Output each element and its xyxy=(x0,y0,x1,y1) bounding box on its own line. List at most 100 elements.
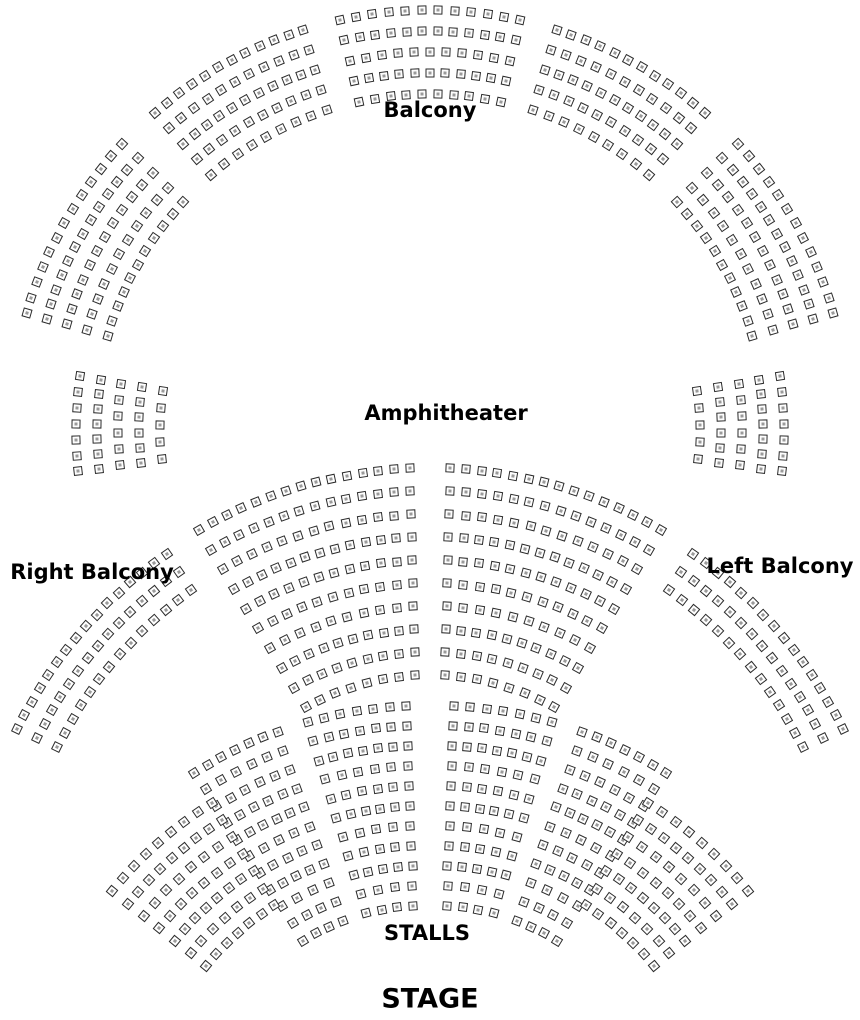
seat[interactable] xyxy=(390,841,401,852)
seat[interactable] xyxy=(514,708,526,720)
seat[interactable] xyxy=(185,886,199,900)
seat[interactable] xyxy=(302,716,314,728)
seat[interactable] xyxy=(162,121,176,135)
seat[interactable] xyxy=(229,765,243,778)
seat[interactable] xyxy=(267,859,280,872)
seat[interactable] xyxy=(342,748,354,759)
seat[interactable] xyxy=(345,808,357,820)
seat[interactable] xyxy=(66,303,78,315)
seat[interactable] xyxy=(505,563,516,575)
seat[interactable] xyxy=(482,8,493,20)
seat[interactable] xyxy=(301,674,314,687)
seat[interactable] xyxy=(478,824,489,835)
seat[interactable] xyxy=(385,27,396,38)
seat[interactable] xyxy=(694,921,708,935)
seat[interactable] xyxy=(347,633,359,645)
seat[interactable] xyxy=(408,900,419,911)
seat[interactable] xyxy=(659,766,673,779)
seat[interactable] xyxy=(525,520,536,532)
seat[interactable] xyxy=(646,92,659,106)
seat[interactable] xyxy=(601,547,614,560)
seat[interactable] xyxy=(789,727,802,740)
seat[interactable] xyxy=(473,50,484,61)
seat[interactable] xyxy=(765,652,779,665)
seat[interactable] xyxy=(325,496,336,508)
seat[interactable] xyxy=(781,712,794,726)
seat[interactable] xyxy=(489,52,500,63)
seat[interactable] xyxy=(457,902,468,913)
seat[interactable] xyxy=(571,788,584,801)
seat[interactable] xyxy=(295,68,307,81)
seat[interactable] xyxy=(331,662,343,674)
seat[interactable] xyxy=(58,217,71,230)
seat[interactable] xyxy=(723,272,736,285)
seat[interactable] xyxy=(284,764,297,776)
seat[interactable] xyxy=(716,220,730,233)
seat[interactable] xyxy=(711,595,725,608)
seat[interactable] xyxy=(479,723,490,734)
seat[interactable] xyxy=(112,586,125,600)
seat[interactable] xyxy=(348,869,360,881)
seat[interactable] xyxy=(507,611,519,623)
seat[interactable] xyxy=(307,525,320,537)
seat[interactable] xyxy=(176,137,190,151)
seat[interactable] xyxy=(505,587,517,599)
seat[interactable] xyxy=(406,840,417,851)
seat[interactable] xyxy=(525,877,537,890)
seat[interactable] xyxy=(383,7,394,17)
seat[interactable] xyxy=(41,313,53,325)
seat[interactable] xyxy=(309,927,323,940)
seat[interactable] xyxy=(235,502,248,515)
seat[interactable] xyxy=(508,493,519,505)
seat[interactable] xyxy=(253,40,266,53)
seat[interactable] xyxy=(621,101,635,115)
seat[interactable] xyxy=(254,595,267,608)
seat[interactable] xyxy=(699,232,713,245)
seat[interactable] xyxy=(633,773,646,787)
seat[interactable] xyxy=(360,52,371,63)
seat[interactable] xyxy=(740,217,753,230)
seat[interactable] xyxy=(115,137,129,151)
seat[interactable] xyxy=(605,575,619,588)
seat[interactable] xyxy=(546,674,559,687)
seat[interactable] xyxy=(300,89,312,102)
seat[interactable] xyxy=(682,825,696,839)
seat[interactable] xyxy=(351,705,362,717)
seat[interactable] xyxy=(487,677,499,689)
seat[interactable] xyxy=(394,69,405,80)
seat[interactable] xyxy=(709,909,723,922)
seat[interactable] xyxy=(263,515,275,528)
seat[interactable] xyxy=(458,579,469,590)
seat[interactable] xyxy=(442,555,453,566)
seat[interactable] xyxy=(344,563,355,575)
seat[interactable] xyxy=(198,69,211,82)
seat[interactable] xyxy=(647,959,661,972)
seat[interactable] xyxy=(623,791,636,804)
seat[interactable] xyxy=(502,657,514,669)
seat[interactable] xyxy=(461,741,472,752)
seat[interactable] xyxy=(618,75,632,88)
seat[interactable] xyxy=(539,500,551,512)
seat[interactable] xyxy=(797,231,810,244)
seat[interactable] xyxy=(659,101,672,115)
seat[interactable] xyxy=(130,220,144,233)
seat[interactable] xyxy=(510,728,522,740)
seat[interactable] xyxy=(772,189,785,202)
seat[interactable] xyxy=(682,851,695,865)
seat[interactable] xyxy=(527,104,540,116)
seat[interactable] xyxy=(647,782,661,796)
seat[interactable] xyxy=(172,565,186,579)
seat[interactable] xyxy=(311,596,324,608)
seat[interactable] xyxy=(386,761,397,772)
seat[interactable] xyxy=(594,40,607,53)
seat[interactable] xyxy=(98,230,112,244)
seat[interactable] xyxy=(257,841,270,854)
seat[interactable] xyxy=(295,480,307,493)
seat[interactable] xyxy=(160,884,173,897)
seat[interactable] xyxy=(240,602,253,615)
seat[interactable] xyxy=(390,801,401,812)
seat[interactable] xyxy=(494,827,506,839)
seat[interactable] xyxy=(135,595,149,608)
seat[interactable] xyxy=(234,873,248,886)
seat[interactable] xyxy=(530,858,543,870)
